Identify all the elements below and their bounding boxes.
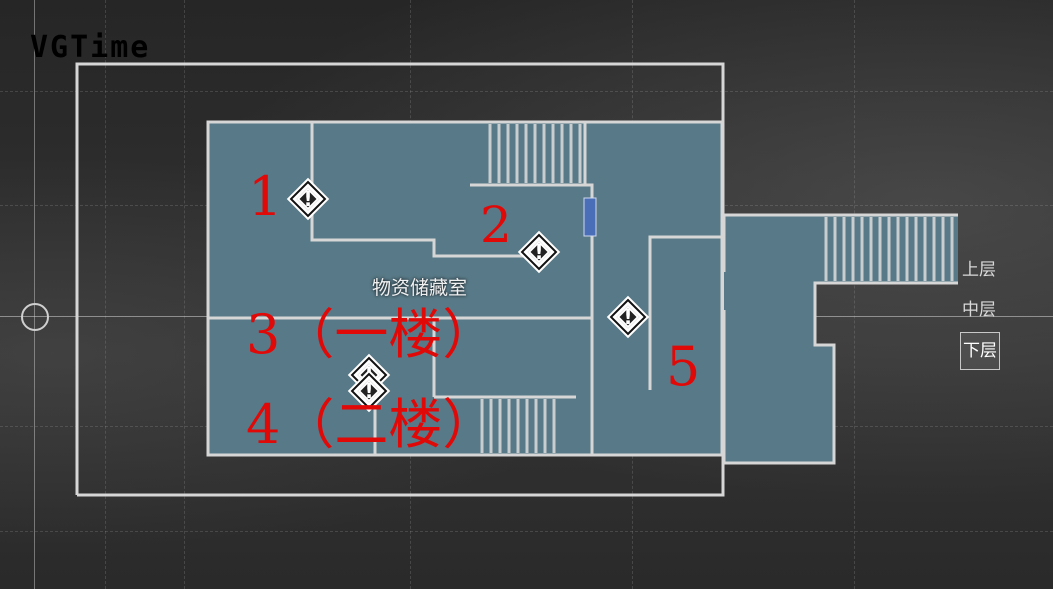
annotation-2: 2 [480,196,512,254]
cursor-axis-vertical [34,0,35,589]
door-icon [583,197,597,237]
floor-middle-button[interactable]: 中层 [962,300,996,320]
storage-room-walls [206,120,724,457]
annotation-5: 5 [666,335,701,398]
annex-room-area [724,215,958,463]
vgtime-logo: VGTime [30,29,151,65]
stairs-annex [824,217,954,281]
room-name-label: 物资储藏室 [372,277,468,299]
annotation-3: 3（一楼） [246,303,497,366]
floor-lower-button[interactable]: 下层 [960,332,1000,370]
floor-upper-button[interactable]: 上层 [962,260,996,280]
item-alert-icon[interactable]: ! [609,298,647,336]
annotation-1: 1 [248,165,283,228]
item-alert-icon[interactable]: ! [350,372,388,410]
item-alert-icon[interactable]: ! [520,233,558,271]
grid-line [0,91,1053,92]
item-alert-icon[interactable]: ! [289,180,327,218]
floor-selector: 上层 中层 下层 [960,252,1000,374]
storage-room-area [208,122,722,455]
stairs-bottom [480,399,556,453]
outer-boundary [75,62,725,497]
grid-line [105,0,106,589]
stairs-top [488,124,582,183]
grid-line [854,0,855,589]
grid-line [184,0,185,589]
crosshair-cursor-icon[interactable] [21,303,49,331]
annotation-4: 4（二楼） [246,393,497,456]
grid-line [0,531,1053,532]
